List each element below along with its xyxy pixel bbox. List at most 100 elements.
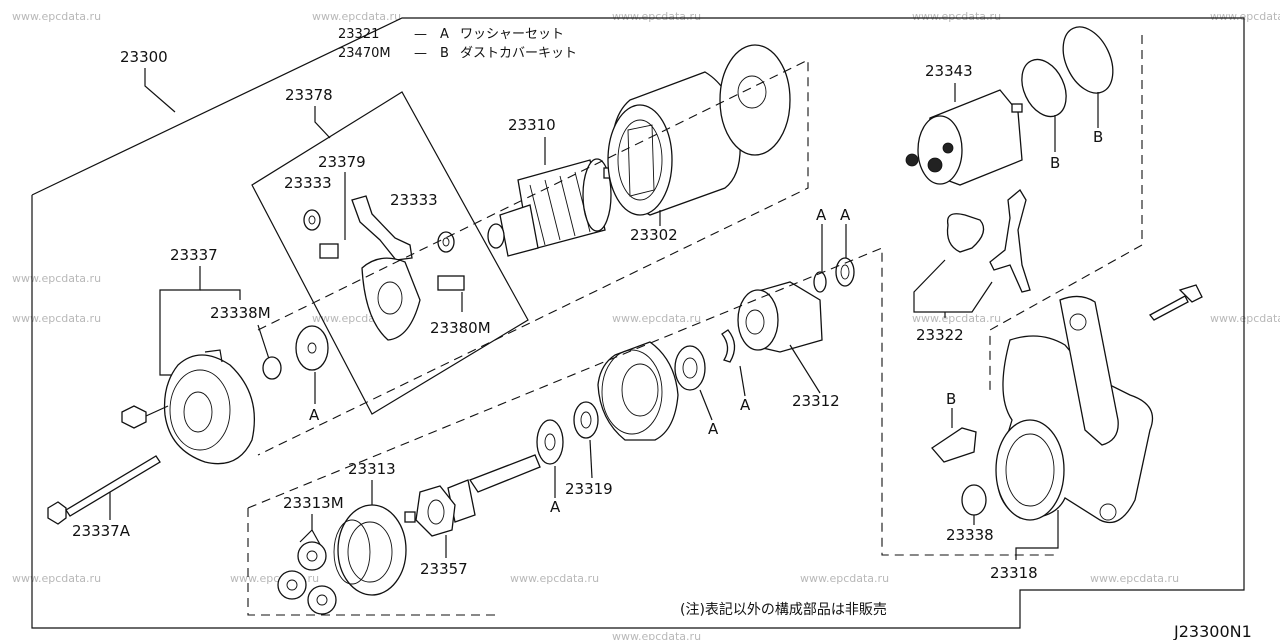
label-23302: 23302	[630, 226, 678, 244]
brush-holder-parts: 23379 23333 23333 23380M	[284, 153, 491, 341]
yoke-washer	[719, 44, 791, 156]
clips-group: 23322	[913, 189, 1031, 344]
watermark: www.epcdata.ru	[12, 572, 101, 585]
letter-a3: A	[840, 206, 851, 224]
brush-spring-left	[303, 209, 321, 231]
brush-holder-plate	[361, 257, 421, 341]
clip-left	[946, 213, 985, 253]
pinion-washer	[674, 345, 706, 391]
watermark: www.epcdata.ru	[312, 10, 401, 23]
solenoid-group: 23343 B B	[905, 26, 1114, 186]
label-23319: 23319	[565, 480, 613, 498]
label-23313M: 23313M	[283, 494, 344, 512]
letter-a6: A	[550, 498, 561, 516]
bearing-23319	[573, 401, 599, 439]
letter-a4: A	[740, 396, 751, 414]
solenoid-ring-inner	[1021, 58, 1067, 118]
watermark: www.epcdata.ru	[1090, 572, 1179, 585]
dashed-boundary-solenoid	[989, 35, 1143, 395]
label-23357: 23357	[420, 560, 468, 578]
shaft-group: 23357	[404, 454, 541, 578]
watermark: www.epcdata.ru	[612, 312, 701, 325]
legend-letter-2: B	[440, 46, 449, 61]
cover-screw	[121, 405, 147, 429]
rear-cover-group: 23337 23338M A 23337A	[47, 246, 329, 540]
assembly-frame	[31, 17, 1245, 629]
brush-right	[437, 275, 465, 291]
label-23300: 23300	[120, 48, 168, 66]
internal-gear-group: 23319 A	[536, 341, 679, 516]
label-23338: 23338	[946, 526, 994, 544]
dashed-boundary-lower	[247, 247, 1058, 556]
front-housing-group: B 23338 23318	[931, 284, 1203, 582]
watermark: www.epcdata.ru	[612, 10, 701, 23]
watermark: www.epcdata.ru	[800, 572, 889, 585]
legend-desc-1: ワッシャーセット	[460, 27, 564, 42]
letter-a5: A	[708, 420, 719, 438]
output-shaft	[469, 454, 541, 493]
shaft-washer	[536, 419, 564, 465]
watermark: www.epcdata.ru	[12, 312, 101, 325]
label-23338M: 23338M	[210, 304, 271, 322]
watermark: www.epcdata.ru	[1210, 10, 1280, 23]
footer-note: (注)表記以外の構成部品は非販売	[680, 601, 887, 618]
planet-gear-3	[307, 585, 337, 615]
legend-desc-2: ダストカバーキット	[460, 46, 577, 61]
brush-holder-frame	[251, 91, 529, 415]
legend-part-1: 23321	[338, 27, 379, 42]
center-bracket	[597, 341, 679, 441]
letter-b2: B	[1093, 128, 1103, 146]
planet-gear-2	[277, 570, 307, 600]
watermarks: www.epcdata.ru www.epcdata.ru www.epcdat…	[12, 10, 1280, 640]
legend: 23321 — A ワッシャーセット 23470M — B ダストカバーキット	[338, 27, 577, 61]
watermark: www.epcdata.ru	[912, 312, 1001, 325]
label-23312: 23312	[792, 392, 840, 410]
label-23333-right: 23333	[390, 191, 438, 209]
rear-bushing	[262, 356, 282, 380]
label-23333-left: 23333	[284, 174, 332, 192]
legend-letter-1: A	[440, 27, 449, 42]
clip-right	[989, 189, 1031, 293]
rear-cover	[163, 354, 255, 465]
housing-bolt	[1149, 295, 1189, 321]
watermark: www.epcdata.ru	[1210, 312, 1280, 325]
watermark: www.epcdata.ru	[12, 10, 101, 23]
solenoid-ring-outer	[1062, 26, 1114, 94]
yoke-group: 23302	[607, 44, 791, 244]
front-bushing	[961, 484, 987, 516]
letter-a1: A	[309, 406, 320, 424]
dashed-boundary-upper	[257, 59, 809, 456]
legend-sep-2: —	[414, 46, 427, 61]
brush-left	[319, 243, 339, 259]
letter-b3: B	[946, 390, 956, 408]
through-bolt	[65, 455, 161, 517]
label-23343: 23343	[925, 62, 973, 80]
watermark: www.epcdata.ru	[12, 272, 101, 285]
leader-23300	[144, 68, 176, 113]
planetary-gears: 23313 23313M	[277, 460, 407, 615]
label-23310: 23310	[508, 116, 556, 134]
internal-gear	[337, 504, 407, 596]
armature-shaft-end	[487, 223, 505, 249]
watermark: www.epcdata.ru	[912, 10, 1001, 23]
label-23337: 23337	[170, 246, 218, 264]
label-23318: 23318	[990, 564, 1038, 582]
letter-a2: A	[816, 206, 827, 224]
brush-lead-plate	[351, 195, 413, 261]
legend-part-2: 23470M	[338, 46, 391, 61]
legend-sep-1: —	[414, 27, 427, 42]
leader-23337	[159, 266, 201, 376]
pinion-group: A A 23312 A A	[674, 206, 855, 438]
diagram-code: J23300N1	[1173, 622, 1252, 640]
planet-carrier	[415, 485, 456, 537]
letter-b1: B	[1050, 154, 1060, 172]
armature-group: 23310	[487, 116, 615, 257]
label-23378: 23378	[285, 86, 333, 104]
snap-ring	[721, 329, 736, 363]
watermark: www.epcdata.ru	[510, 572, 599, 585]
planet-gear-1	[297, 541, 327, 571]
label-23322: 23322	[916, 326, 964, 344]
label-23337A: 23337A	[72, 522, 131, 540]
housing-flange	[1059, 295, 1119, 446]
